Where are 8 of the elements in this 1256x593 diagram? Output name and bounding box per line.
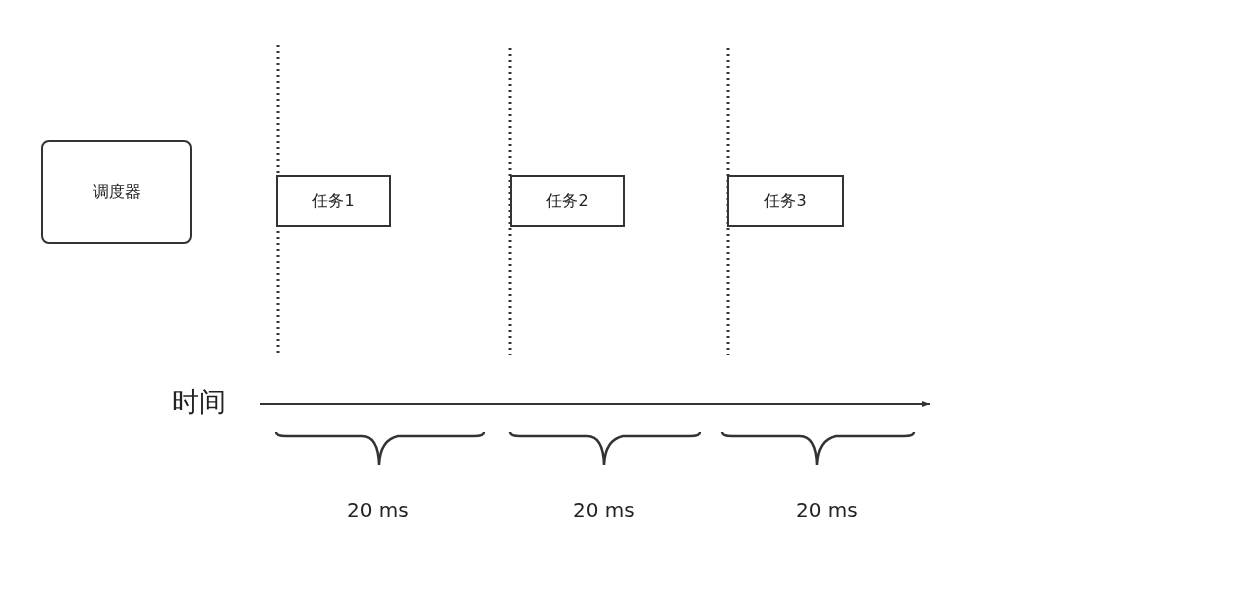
duration-label: 20 ms bbox=[796, 498, 858, 522]
duration-label: 20 ms bbox=[347, 498, 409, 522]
task-box: 任务2 bbox=[510, 175, 625, 227]
task-box: 任务3 bbox=[727, 175, 844, 227]
duration-label: 20 ms bbox=[573, 498, 635, 522]
task-box: 任务1 bbox=[276, 175, 391, 227]
axis-label: 时间 bbox=[172, 385, 226, 419]
scheduler-box: 调度器 bbox=[41, 140, 192, 244]
